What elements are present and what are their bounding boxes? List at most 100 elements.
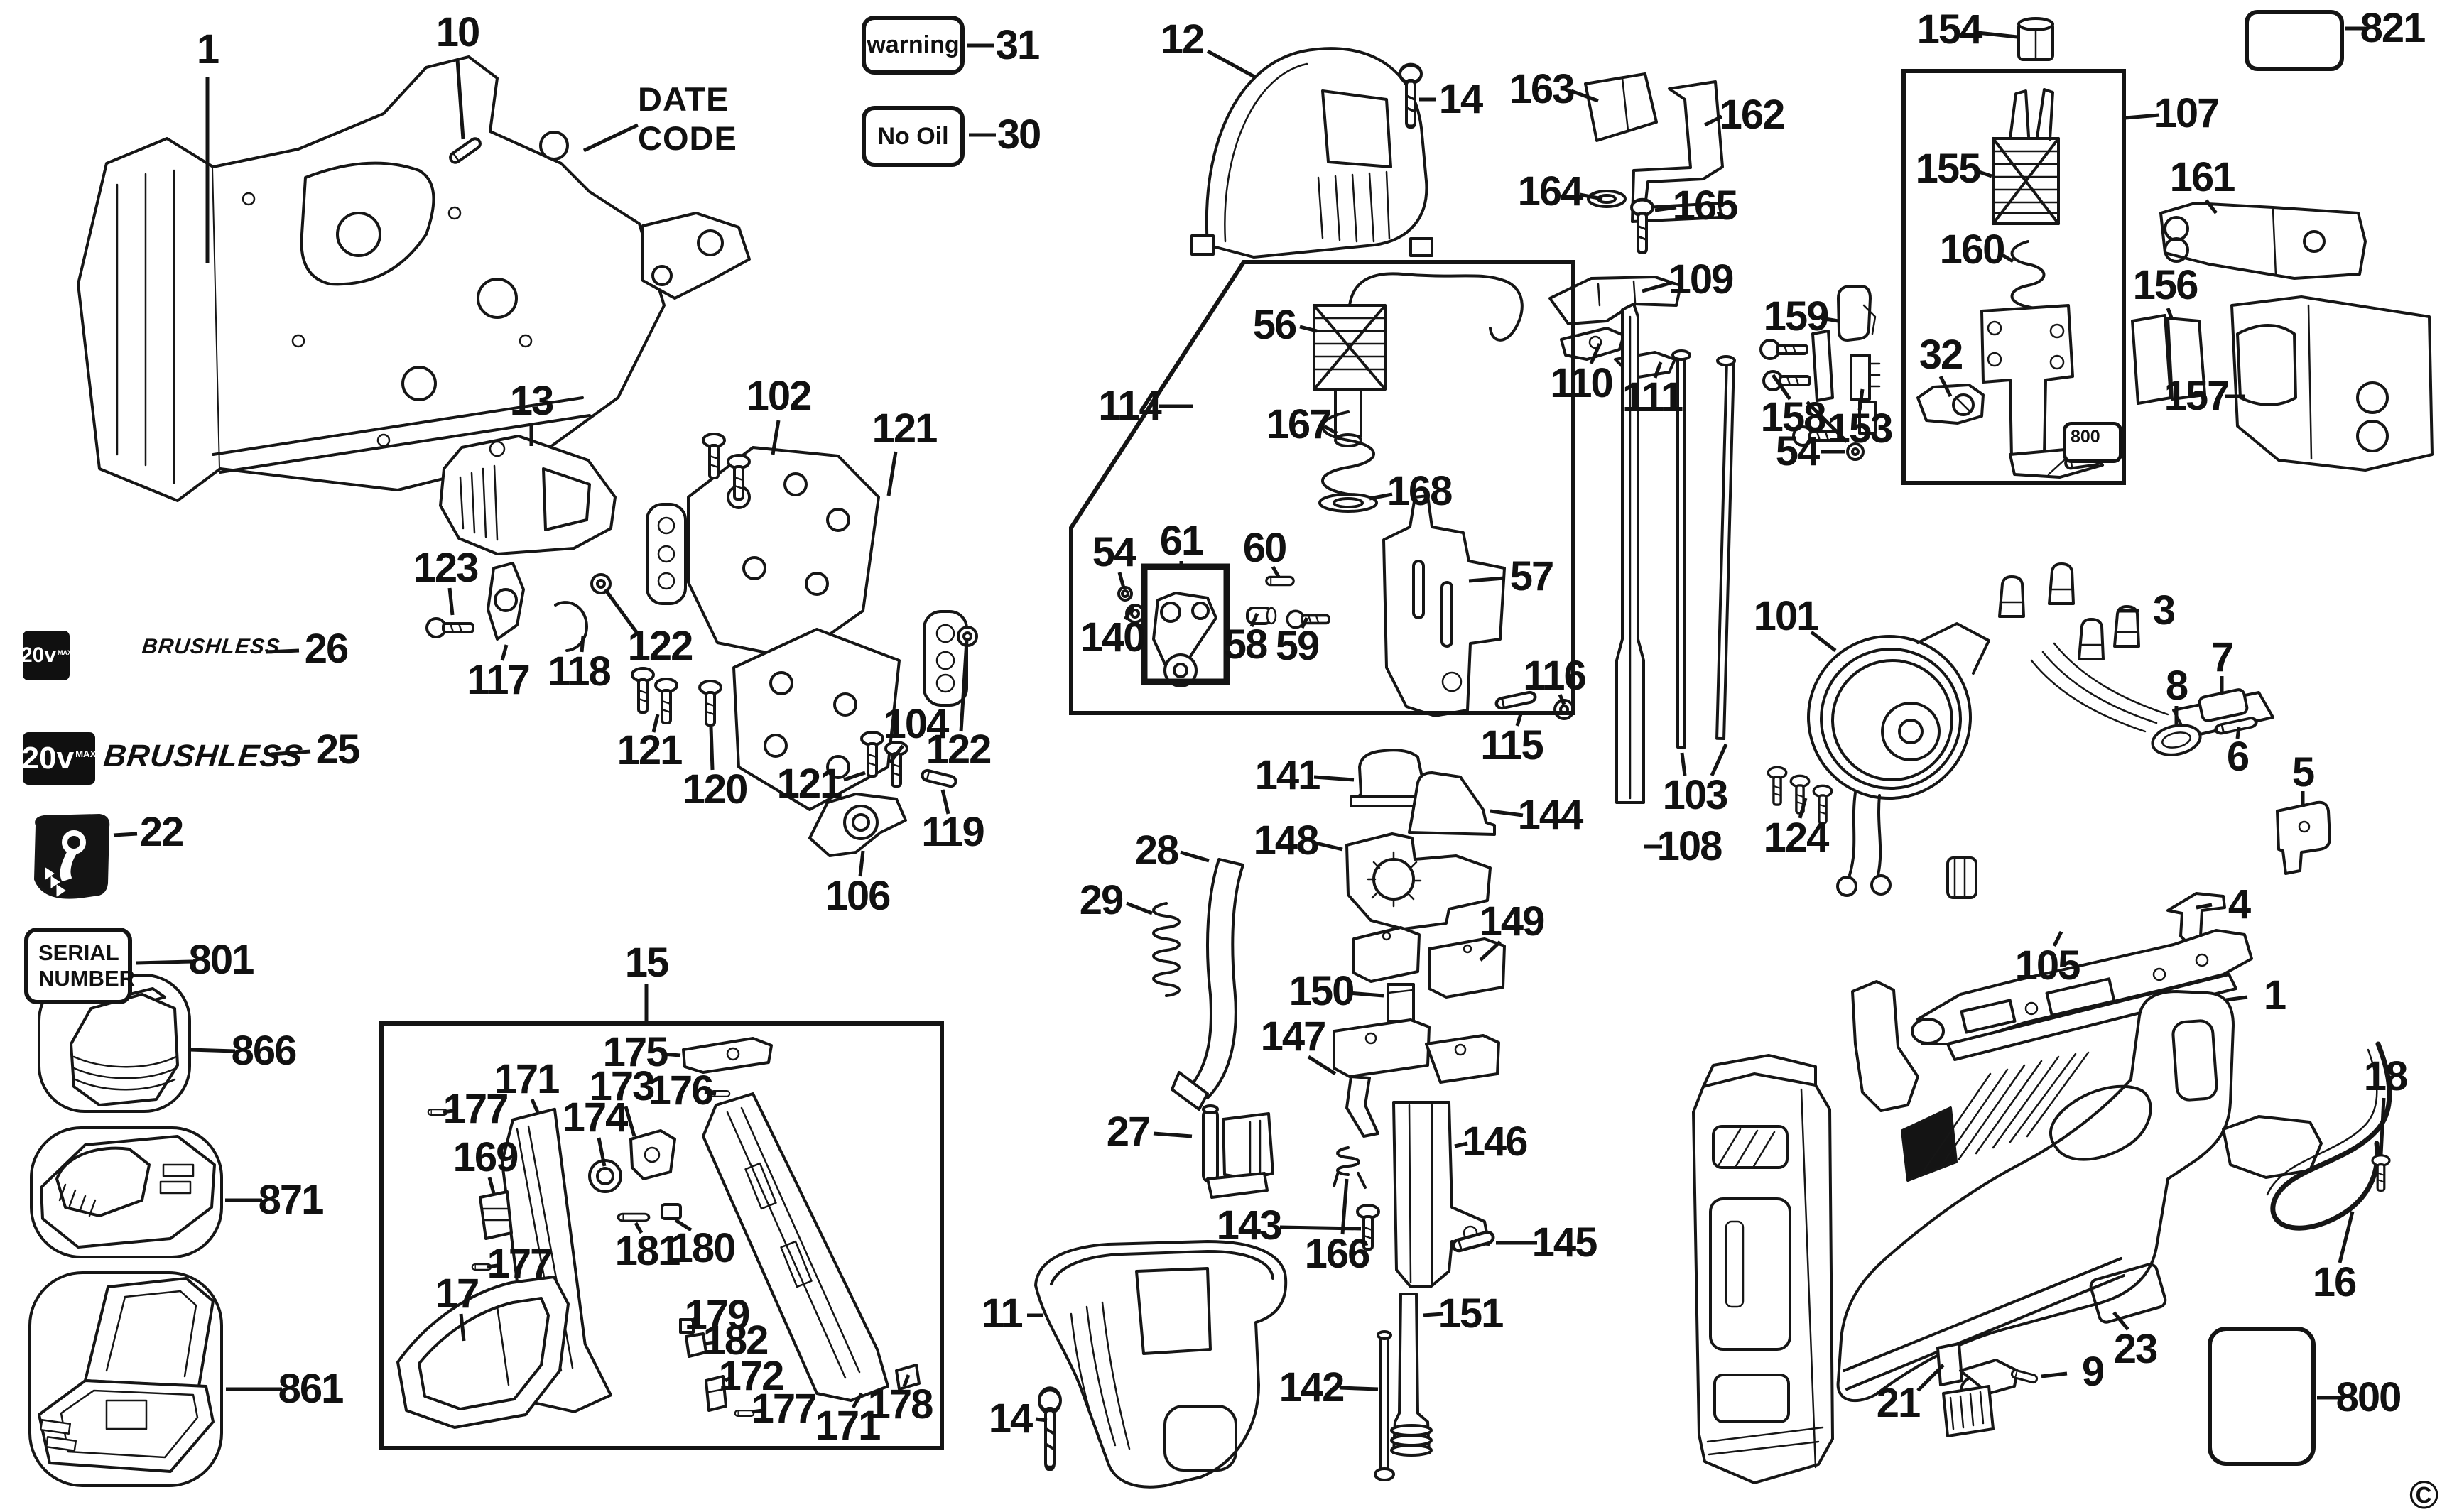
part-callout-102: 102: [746, 373, 813, 419]
charger-871-sketch: [30, 1126, 223, 1258]
leader-line-6: [2235, 727, 2241, 739]
part-callout-162: 162: [1719, 92, 1786, 138]
leader-line-168: [1369, 492, 1393, 501]
leader-line-16: [2338, 1211, 2355, 1263]
leader-line-179: [690, 1315, 701, 1323]
leader-line-101: [1810, 631, 1837, 652]
probe-151-sketch: [1390, 1293, 1433, 1457]
leader-line-167: [1323, 424, 1338, 435]
cap-182-sketch: [685, 1332, 707, 1358]
part-callout-177: 177: [443, 1086, 509, 1132]
part-callout-6: 6: [2226, 734, 2250, 780]
part-callout-122: 122: [627, 623, 694, 669]
leader-line-169: [487, 1177, 496, 1194]
leader-line-32: [1938, 375, 1953, 398]
part-callout-161: 161: [2169, 154, 2236, 200]
part-callout-166: 166: [1304, 1231, 1371, 1277]
leader-line-59: [1300, 616, 1309, 629]
part-callout-120: 120: [682, 766, 749, 812]
leader-line-111: [1653, 361, 1663, 379]
cam-144-sketch: [1408, 771, 1496, 836]
linkage-61-sketch: [1152, 592, 1217, 687]
part-callout-171: 171: [494, 1056, 560, 1102]
lube-label-box-800-large: [2208, 1327, 2316, 1466]
nut-54-right-sketch: [1846, 442, 1865, 461]
leader-line-4: [2196, 903, 2213, 910]
leader-line-23: [2112, 1311, 2129, 1331]
belt-clip-sketch: [439, 435, 617, 555]
leader-line-105: [2052, 930, 2063, 947]
part-callout-142: 142: [1279, 1364, 1345, 1410]
part-callout-871: 871: [258, 1177, 325, 1223]
lever-117-sketch: [487, 562, 525, 641]
part-callout-151: 151: [1438, 1290, 1504, 1337]
part-callout-58: 58: [1223, 621, 1268, 668]
leader-line-58: [1249, 612, 1259, 628]
part-callout-173: 173: [589, 1063, 656, 1109]
part-callout-17: 17: [435, 1271, 479, 1317]
part-callout-171: 171: [815, 1403, 881, 1449]
lube-label-box-800-small: 800: [2063, 422, 2122, 463]
rod-142-sketch: [1374, 1330, 1395, 1481]
part-callout-800: 800: [2335, 1374, 2402, 1420]
part-callout-9: 9: [2081, 1349, 2105, 1395]
leader-line-177: [751, 1408, 764, 1414]
part-callout-11: 11: [981, 1290, 1023, 1337]
part-callout-115: 115: [1480, 722, 1544, 768]
part-callout-54: 54: [1775, 428, 1820, 474]
part-callout-57: 57: [1509, 553, 1554, 599]
leader-line-158: [1771, 374, 1792, 401]
leader-line-177: [487, 1263, 498, 1269]
badge-20v-small-max: MAX: [58, 648, 72, 656]
leader-line-140: [1123, 604, 1136, 621]
leader-line-155: [1974, 168, 1992, 178]
part-callout-12: 12: [1160, 16, 1205, 62]
part-callout-155: 155: [1915, 146, 1982, 192]
date-code-line1: DATE: [638, 80, 729, 118]
lockoff-5-sketch: [2276, 800, 2331, 875]
block-180-sketch: [661, 1203, 682, 1220]
ring-118-sketch: [554, 601, 588, 652]
leader-line-17: [459, 1313, 466, 1342]
leader-line-171: [851, 1392, 864, 1409]
dust-flap-21-sketch: [1936, 1342, 2019, 1437]
block-150-sketch: [1387, 983, 1415, 1023]
part-callout-163: 163: [1509, 66, 1575, 112]
part-callout-61: 61: [1159, 518, 1204, 564]
serial-number-line1: SERIAL: [38, 940, 119, 966]
leader-line-60: [1271, 565, 1281, 578]
part-callout-3: 3: [2152, 587, 2176, 633]
leader-line-21: [1916, 1364, 1945, 1392]
part-callout-107: 107: [2154, 90, 2220, 136]
part-callout-22: 22: [139, 809, 184, 855]
hook-clip-16-sketch: [2222, 1041, 2392, 1231]
part-callout-7: 7: [2210, 634, 2234, 680]
part-callout-181: 181: [614, 1228, 681, 1274]
part-callout-177: 177: [751, 1386, 818, 1432]
part-callout-122: 122: [926, 727, 992, 773]
part-callout-154: 154: [1916, 6, 1983, 53]
part-callout-104: 104: [883, 701, 950, 747]
leader-line-165: [1654, 205, 1677, 212]
field-coil-155-sketch: [1992, 88, 2060, 225]
part-callout-168: 168: [1387, 468, 1453, 514]
part-callout-121: 121: [776, 761, 843, 807]
part-callout-158: 158: [1760, 394, 1827, 440]
badge-20v-small-text: 20v: [20, 643, 57, 667]
part-callout-5: 5: [2291, 749, 2315, 795]
part-callout-10: 10: [435, 9, 480, 55]
leader-line-180: [674, 1218, 693, 1232]
driver-blade-108-sketch: [1615, 303, 1645, 804]
leader-line-163: [1570, 89, 1599, 103]
part-callout-106: 106: [825, 873, 891, 919]
tool-body-sketch: [1692, 980, 2235, 1484]
part-callout-821: 821: [2360, 5, 2426, 51]
pivot-173-sketch: [629, 1129, 676, 1180]
part-callout-29: 29: [1079, 877, 1124, 923]
leader-line-159: [1821, 316, 1839, 323]
part-callout-16: 16: [2312, 1259, 2357, 1305]
part-callout-172: 172: [718, 1353, 785, 1399]
screws-158-sketch: [1759, 330, 1841, 447]
